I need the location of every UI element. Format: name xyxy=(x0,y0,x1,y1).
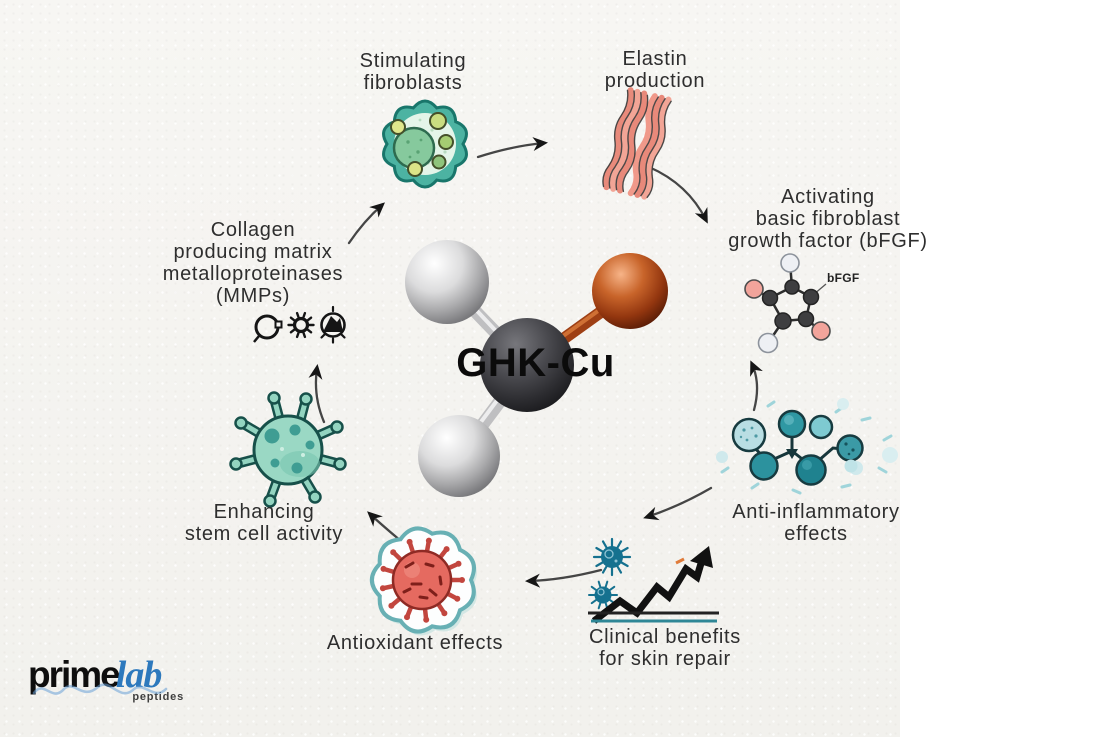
label-line: stem cell activity xyxy=(184,523,344,545)
mmp-icons xyxy=(253,305,346,344)
label-line: Collagen xyxy=(210,219,296,241)
label-mmps: Collagen producing matrix metalloprotein… xyxy=(128,219,378,307)
diagram-graphics xyxy=(229,87,898,636)
ghk-cu-title: GHK-Cu xyxy=(456,341,615,385)
bfgf-molecule-icon xyxy=(744,253,831,354)
label-line: Enhancing xyxy=(213,501,315,523)
copper-atom xyxy=(592,253,668,329)
anti-inflammatory-cells-icon xyxy=(716,398,898,495)
label-line: Elastin xyxy=(622,48,688,70)
clinical-growth-chart-icon xyxy=(588,537,719,624)
label-stimulating-fibroblasts: Stimulating fibroblasts xyxy=(288,50,538,94)
logo-prime: prime xyxy=(28,654,121,695)
arrow-antiinflammatory-to-bfgf xyxy=(750,360,763,412)
mmp-enzyme-gear-icon xyxy=(287,311,315,339)
label-line: (MMPs) xyxy=(215,285,291,307)
mmp-circle-icon xyxy=(253,314,283,343)
hydrogen-atom xyxy=(405,240,489,324)
bfgf-tag: bFGF xyxy=(827,271,860,285)
mmp-cell-membrane-icon xyxy=(320,305,346,344)
brand-logo: primelab peptides xyxy=(28,653,218,715)
label-line: Antioxidant effects xyxy=(326,632,504,654)
hydrogen-atom xyxy=(418,415,500,497)
label-line: production xyxy=(604,70,706,92)
label-anti-inflammatory: Anti-inflammatory effects xyxy=(690,501,942,545)
fibroblast-cell-icon xyxy=(382,99,468,189)
label-line: producing matrix xyxy=(173,241,333,263)
label-line: growth factor (bFGF) xyxy=(728,230,928,252)
arrow-stemcell-to-mmps xyxy=(308,364,326,424)
label-antioxidant: Antioxidant effects xyxy=(290,632,540,654)
label-line: Clinical benefits xyxy=(589,626,741,648)
label-line: basic fibroblast xyxy=(755,208,901,230)
label-bfgf: Activating basic fibroblast growth facto… xyxy=(703,186,953,252)
label-clinical-benefits: Clinical benefits for skin repair xyxy=(540,626,790,670)
label-line: fibroblasts xyxy=(363,72,463,94)
arrow-mmps-to-fibroblasts xyxy=(347,202,385,245)
antioxidant-virus-icon xyxy=(369,526,477,636)
label-elastin-production: Elastin production xyxy=(530,48,780,92)
ghk-cu-molecule xyxy=(405,240,668,497)
arrow-fibroblasts-to-elastin xyxy=(476,137,548,159)
stem-cell-icon xyxy=(229,391,347,508)
logo-lab: lab xyxy=(115,654,163,696)
arrow-clinical-to-antioxidant xyxy=(525,568,603,588)
logo-peptides: peptides xyxy=(132,691,184,703)
right-margin xyxy=(900,0,1100,737)
carbon-atom xyxy=(480,318,574,412)
label-line: for skin repair xyxy=(599,648,731,670)
label-line: effects xyxy=(784,523,848,545)
label-line: Stimulating xyxy=(359,50,467,72)
microbe-icon xyxy=(592,537,632,577)
label-line: Activating xyxy=(781,186,875,208)
label-stem-cell: Enhancing stem cell activity xyxy=(139,501,389,545)
arrow-elastin-to-bfgf xyxy=(647,165,708,224)
label-line: metalloproteinases xyxy=(162,263,344,285)
elastin-fibers-icon xyxy=(602,87,672,200)
label-line: Anti-inflammatory xyxy=(732,501,900,523)
arrow-antiinflammatory-to-clinical xyxy=(643,486,713,521)
